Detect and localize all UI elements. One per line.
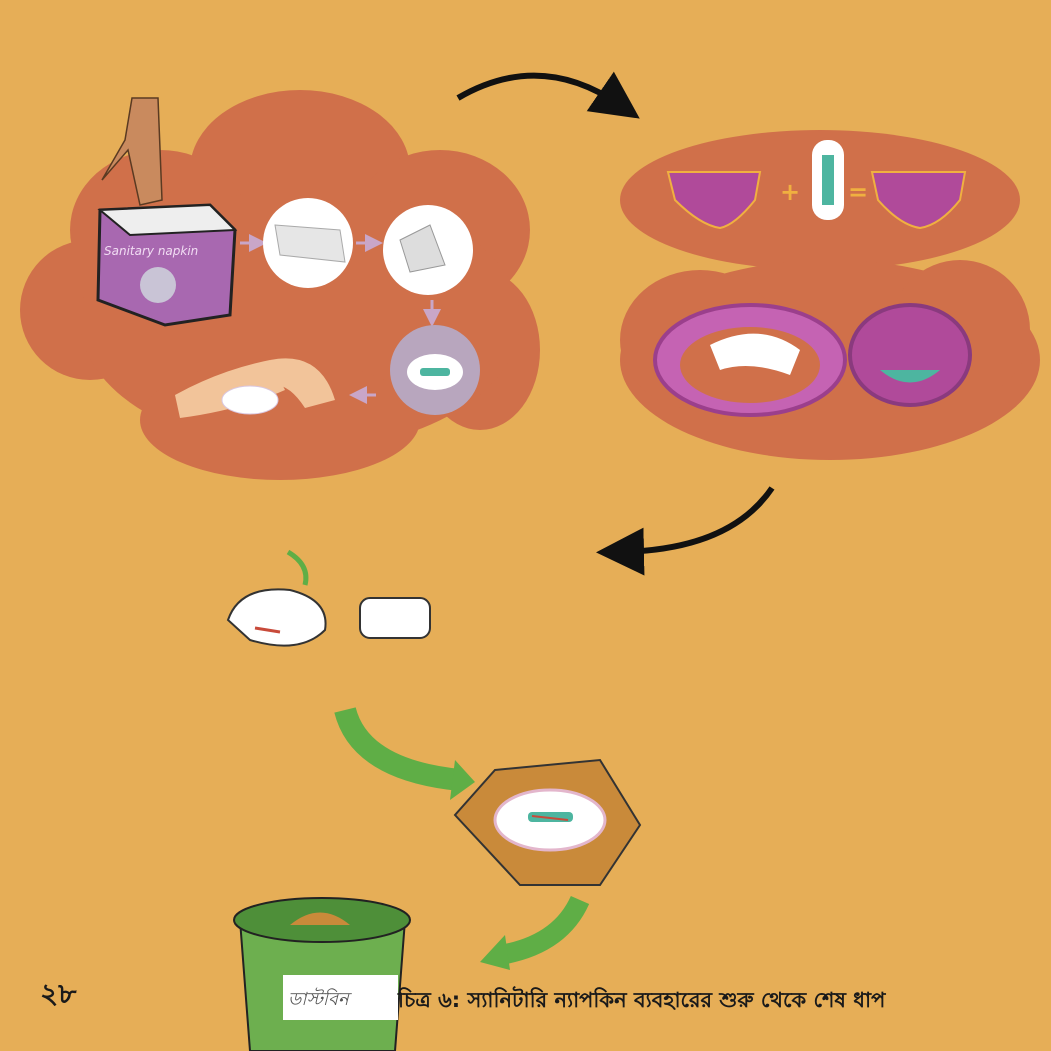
dustbin-label: ডাস্টবিন: [288, 989, 349, 1010]
page-number: ২৮: [40, 977, 77, 1010]
figure-caption: চিত্র ৬: স্যানিটারি ন্যাপকিন ব্যবহারের শ…: [398, 988, 886, 1012]
hands-holding-pad: [175, 358, 335, 418]
underwear-with-pad: [653, 303, 972, 417]
arrow-step-2-to-3: [596, 486, 775, 576]
napkin-package: Sanitary napkin: [96, 203, 238, 327]
green-arrow-roll: [286, 549, 309, 586]
svg-text:+: +: [780, 178, 800, 206]
package-logo-text: Sanitary napkin: [104, 244, 198, 258]
rolled-pad: [226, 588, 431, 647]
underwear-plus-pad-equals: + =: [666, 140, 967, 230]
hand-icon: [101, 97, 163, 206]
pad-wrapped-in-paper: [453, 758, 642, 886]
green-arrow-to-wrap: [334, 706, 462, 791]
green-arrow-to-bin: [498, 895, 590, 965]
dustbin: [233, 897, 411, 1051]
arrow-step-1-to-2: [456, 71, 640, 119]
svg-text:=: =: [848, 178, 868, 206]
